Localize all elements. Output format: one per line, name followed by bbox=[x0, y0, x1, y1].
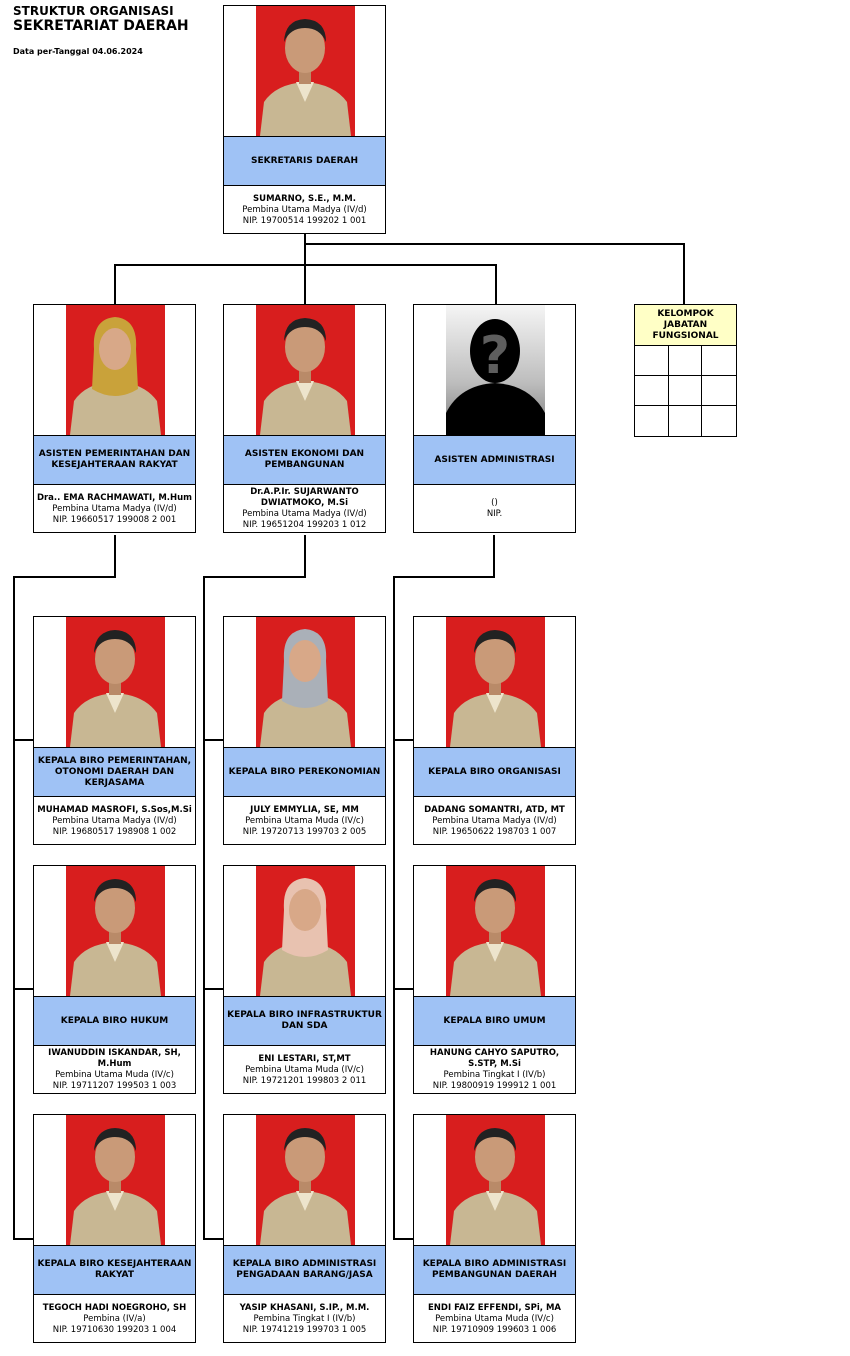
fungsional-title: KELOMPOK JABATAN FUNGSIONAL bbox=[635, 305, 736, 346]
official-info: DADANG SOMANTRI, ATD, MT Pembina Utama M… bbox=[414, 798, 575, 844]
official-nip: NIP. bbox=[486, 509, 503, 519]
official-rank: Pembina Tingkat I (IV/b) bbox=[443, 1070, 546, 1080]
card-biro-hukum: KEPALA BIRO HUKUM IWANUDDIN ISKANDAR, SH… bbox=[33, 865, 196, 1094]
official-name: () bbox=[491, 498, 498, 508]
official-rank: Pembina Utama Muda (IV/c) bbox=[55, 1070, 174, 1080]
official-info: TEGOCH HADI NOEGROHO, SH Pembina (IV/a) … bbox=[34, 1296, 195, 1342]
position-title: KEPALA BIRO KESEJAHTERAAN RAKYAT bbox=[34, 1245, 195, 1295]
position-title: KEPALA BIRO PEMERINTAHAN, OTONOMI DAERAH… bbox=[34, 747, 195, 797]
card-biro-pembangunan-daerah: KEPALA BIRO ADMINISTRASI PEMBANGUNAN DAE… bbox=[413, 1114, 576, 1343]
official-name: HANUNG CAHYO SAPUTRO, S.STP, M.Si bbox=[429, 1048, 560, 1069]
portrait-photo bbox=[66, 1115, 165, 1245]
official-info: YASIP KHASANI, S.IP., M.M. Pembina Tingk… bbox=[224, 1296, 385, 1342]
position-title: KEPALA BIRO ADMINISTRASI PENGADAAN BARAN… bbox=[224, 1245, 385, 1295]
position-title: KEPALA BIRO HUKUM bbox=[34, 996, 195, 1046]
portrait-photo bbox=[66, 305, 165, 435]
portrait-photo bbox=[446, 617, 545, 747]
official-name: ENDI FAIZ EFFENDI, SPi, MA bbox=[427, 1302, 562, 1313]
official-info: Dra.. EMA RACHMAWATI, M.Hum Pembina Utam… bbox=[34, 486, 195, 532]
official-name: JULY EMMYLIA, SE, MM bbox=[250, 804, 359, 815]
portrait-photo bbox=[256, 6, 355, 136]
official-info: ENI LESTARI, ST,MT Pembina Utama Muda (I… bbox=[224, 1047, 385, 1093]
portrait-photo bbox=[66, 617, 165, 747]
position-title: ASISTEN ADMINISTRASI bbox=[414, 435, 575, 485]
official-name: IWANUDDIN ISKANDAR, SH, M.Hum bbox=[48, 1048, 181, 1069]
card-asisten-administrasi: ? ASISTEN ADMINISTRASI () NIP. bbox=[413, 304, 576, 533]
fungsional-grid bbox=[635, 346, 736, 436]
official-rank: Pembina Tingkat I (IV/b) bbox=[253, 1313, 356, 1324]
official-rank: Pembina Utama Muda (IV/c) bbox=[245, 815, 364, 826]
official-nip: NIP. 19721201 199803 2 011 bbox=[242, 1075, 367, 1086]
position-title: SEKRETARIS DAERAH bbox=[224, 136, 385, 186]
official-rank: Pembina Utama Madya (IV/d) bbox=[242, 509, 367, 519]
card-biro-pemerintahan: KEPALA BIRO PEMERINTAHAN, OTONOMI DAERAH… bbox=[33, 616, 196, 845]
card-asisten-pemerintahan: ASISTEN PEMERINTAHAN DAN KESEJAHTERAAN R… bbox=[33, 304, 196, 533]
official-name: SUMARNO, S.E., M.M. bbox=[253, 193, 356, 204]
card-biro-kesejahteraan-rakyat: KEPALA BIRO KESEJAHTERAAN RAKYAT TEGOCH … bbox=[33, 1114, 196, 1343]
official-name: MUHAMAD MASROFI, S.Sos,M.Si bbox=[37, 804, 192, 815]
official-name: YASIP KHASANI, S.IP., M.M. bbox=[239, 1302, 370, 1313]
card-biro-organisasi: KEPALA BIRO ORGANISASI DADANG SOMANTRI, … bbox=[413, 616, 576, 845]
official-rank: Pembina Utama Madya (IV/d) bbox=[52, 815, 177, 826]
official-nip: NIP. 19650622 198703 1 007 bbox=[432, 826, 557, 837]
official-nip: NIP. 19710630 199203 1 004 bbox=[52, 1324, 177, 1335]
official-name: Dra.. EMA RACHMAWATI, M.Hum bbox=[36, 492, 193, 503]
position-title: ASISTEN EKONOMI DAN PEMBANGUNAN bbox=[224, 435, 385, 485]
portrait-photo bbox=[256, 617, 355, 747]
official-name: DADANG SOMANTRI, ATD, MT bbox=[424, 804, 565, 815]
header-title-line2: SEKRETARIAT DAERAH bbox=[13, 18, 189, 34]
question-mark-icon: ? bbox=[480, 326, 510, 386]
position-title: KEPALA BIRO UMUM bbox=[414, 996, 575, 1046]
official-name: Dr.A.P.Ir. SUJARWANTO DWIATMOKO, M.Si bbox=[250, 487, 359, 508]
portrait-photo bbox=[446, 866, 545, 996]
official-name: TEGOCH HADI NOEGROHO, SH bbox=[42, 1302, 187, 1313]
official-info: ENDI FAIZ EFFENDI, SPi, MA Pembina Utama… bbox=[414, 1296, 575, 1342]
official-info: HANUNG CAHYO SAPUTRO, S.STP, M.Si Pembin… bbox=[414, 1047, 575, 1093]
official-nip: NIP. 19800919 199912 1 001 bbox=[432, 1081, 557, 1091]
official-nip: NIP. 19720713 199703 2 005 bbox=[242, 826, 367, 837]
portrait-photo bbox=[256, 305, 355, 435]
position-title: KEPALA BIRO PEREKONOMIAN bbox=[224, 747, 385, 797]
official-nip: NIP. 19660517 199008 2 001 bbox=[52, 514, 177, 525]
portrait-photo bbox=[256, 1115, 355, 1245]
card-sekretaris-daerah: SEKRETARIS DAERAH SUMARNO, S.E., M.M. Pe… bbox=[223, 5, 386, 234]
card-biro-infrastruktur: KEPALA BIRO INFRASTRUKTUR DAN SDA ENI LE… bbox=[223, 865, 386, 1094]
official-rank: Pembina Utama Madya (IV/d) bbox=[52, 503, 177, 514]
card-biro-pengadaan: KEPALA BIRO ADMINISTRASI PENGADAAN BARAN… bbox=[223, 1114, 386, 1343]
kelompok-jabatan-fungsional: KELOMPOK JABATAN FUNGSIONAL bbox=[634, 304, 737, 437]
document-header: STRUKTUR ORGANISASI SEKRETARIAT DAERAH D… bbox=[13, 4, 189, 56]
official-nip: NIP. 19651204 199203 1 012 bbox=[242, 520, 367, 530]
official-info: IWANUDDIN ISKANDAR, SH, M.Hum Pembina Ut… bbox=[34, 1047, 195, 1093]
official-info: SUMARNO, S.E., M.M. Pembina Utama Madya … bbox=[224, 187, 385, 233]
official-rank: Pembina Utama Madya (IV/d) bbox=[432, 815, 557, 826]
portrait-photo bbox=[256, 866, 355, 996]
official-rank: Pembina Utama Muda (IV/c) bbox=[245, 1064, 364, 1075]
position-title: KEPALA BIRO ADMINISTRASI PEMBANGUNAN DAE… bbox=[414, 1245, 575, 1295]
position-title: KEPALA BIRO ORGANISASI bbox=[414, 747, 575, 797]
official-nip: NIP. 19700514 199202 1 001 bbox=[242, 215, 367, 226]
official-nip: NIP. 19710909 199603 1 006 bbox=[432, 1324, 557, 1335]
official-rank: Pembina Utama Madya (IV/d) bbox=[242, 204, 367, 215]
official-info: JULY EMMYLIA, SE, MM Pembina Utama Muda … bbox=[224, 798, 385, 844]
official-rank: Pembina Utama Muda (IV/c) bbox=[435, 1313, 554, 1324]
card-biro-perekonomian: KEPALA BIRO PEREKONOMIAN JULY EMMYLIA, S… bbox=[223, 616, 386, 845]
card-asisten-ekonomi: ASISTEN EKONOMI DAN PEMBANGUNAN Dr.A.P.I… bbox=[223, 304, 386, 533]
portrait-photo bbox=[66, 866, 165, 996]
position-title: ASISTEN PEMERINTAHAN DAN KESEJAHTERAAN R… bbox=[34, 435, 195, 485]
official-name: ENI LESTARI, ST,MT bbox=[258, 1053, 351, 1064]
official-rank: Pembina (IV/a) bbox=[83, 1313, 146, 1324]
header-date: Data per-Tanggal 04.06.2024 bbox=[13, 47, 143, 56]
official-nip: NIP. 19680517 198908 1 002 bbox=[52, 826, 177, 837]
official-info: () NIP. bbox=[414, 486, 575, 532]
header-title-line1: STRUKTUR ORGANISASI bbox=[13, 4, 174, 18]
official-info: Dr.A.P.Ir. SUJARWANTO DWIATMOKO, M.Si Pe… bbox=[224, 486, 385, 532]
card-biro-umum: KEPALA BIRO UMUM HANUNG CAHYO SAPUTRO, S… bbox=[413, 865, 576, 1094]
official-info: MUHAMAD MASROFI, S.Sos,M.Si Pembina Utam… bbox=[34, 798, 195, 844]
placeholder-photo: ? bbox=[446, 305, 545, 435]
position-title: KEPALA BIRO INFRASTRUKTUR DAN SDA bbox=[224, 996, 385, 1046]
official-nip: NIP. 19741219 199703 1 005 bbox=[242, 1324, 367, 1335]
portrait-photo bbox=[446, 1115, 545, 1245]
official-nip: NIP. 19711207 199503 1 003 bbox=[52, 1081, 177, 1091]
